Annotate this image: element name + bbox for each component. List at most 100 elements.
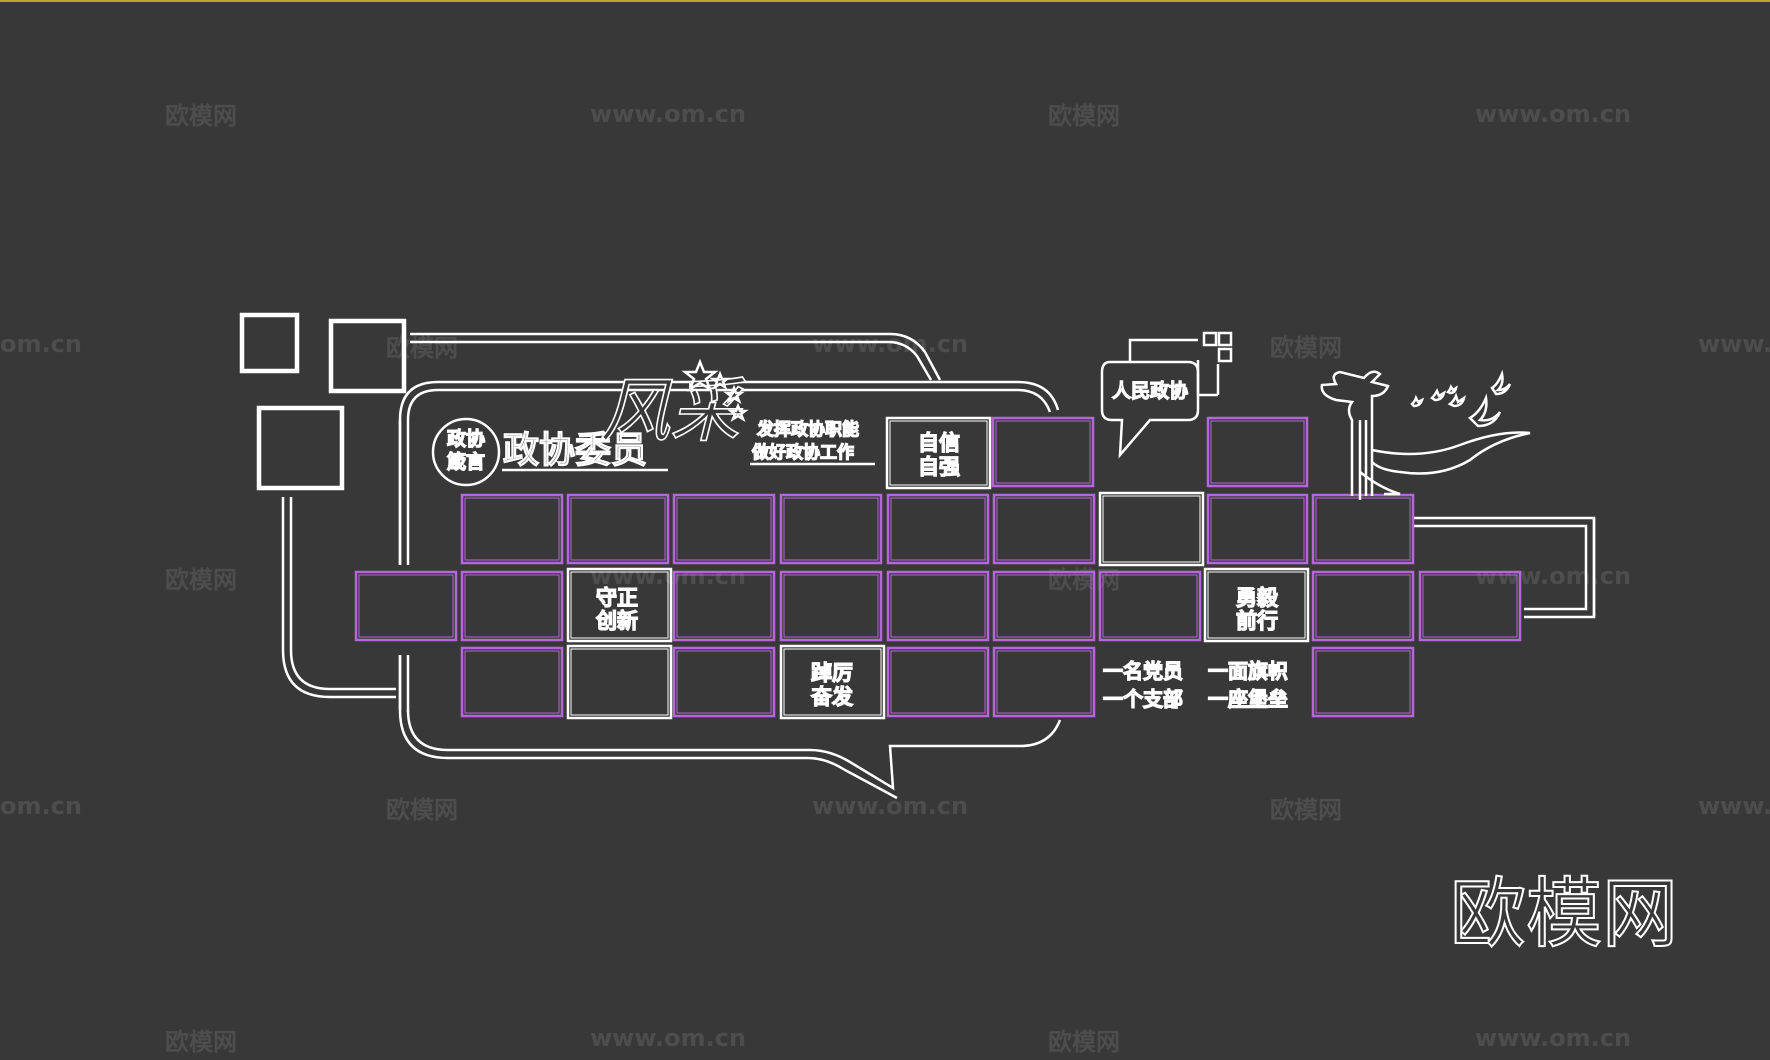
text-panel-frame — [885, 416, 992, 490]
dove-icon — [1410, 369, 1512, 428]
dove-icon — [1430, 387, 1447, 402]
photo-frame — [992, 570, 1096, 642]
square-frame — [328, 318, 407, 394]
photo-frame — [992, 646, 1096, 718]
watermark-site-name: 欧模网 — [1048, 566, 1120, 594]
frame-inner-border — [890, 497, 986, 561]
badge-line-2: 箴言 — [447, 450, 485, 473]
frame-inner-border — [676, 497, 772, 561]
photo-frame — [991, 416, 1095, 488]
frame-inner-border — [783, 497, 879, 561]
photo-frame — [886, 570, 990, 642]
frame-inner-border — [1210, 497, 1305, 561]
star-icon — [723, 384, 745, 404]
photo-frame — [886, 493, 990, 565]
frame-inner-border — [889, 420, 988, 486]
top-edge-line — [0, 0, 1770, 2]
star-icon — [727, 402, 749, 422]
flag-ribbon-icon — [1371, 431, 1531, 475]
photo-frame — [672, 570, 776, 642]
photo-frame — [779, 493, 883, 565]
photo-frame — [460, 646, 564, 718]
speech-bubble — [1100, 360, 1200, 459]
panel-zixin-line-2: 自强 — [918, 455, 960, 479]
board-title: 政协委员 — [503, 430, 647, 471]
star-icon — [681, 358, 749, 422]
connector-line — [281, 497, 396, 699]
board-outline-side — [398, 420, 410, 712]
dove-icon — [1467, 393, 1502, 428]
watermark-layer: 欧模网 www.om.cn 欧模网 www.om.cn om.cn 欧模网 ww… — [0, 100, 1770, 1056]
photo-frame — [1311, 493, 1415, 565]
motto-4: 一座堡垒 — [1208, 687, 1288, 711]
frame-inner-border — [464, 650, 560, 714]
photo-frame — [672, 646, 776, 718]
photo-frame — [354, 570, 458, 642]
dove-icon — [1410, 394, 1425, 408]
watermark-site-name: 欧模网 — [386, 334, 458, 362]
photo-frame — [1206, 493, 1309, 565]
frame-inner-border — [1207, 571, 1306, 639]
decor-stripe — [410, 332, 942, 381]
frame-inner-border — [570, 571, 669, 639]
photo-frame — [886, 646, 990, 718]
star-icon — [709, 370, 731, 390]
board-outline — [398, 380, 1062, 800]
photo-frame — [1311, 570, 1415, 642]
frame-inner-border — [464, 574, 560, 638]
photo-frame — [672, 493, 776, 565]
watermark-site-name: 欧模网 — [1270, 334, 1342, 362]
watermark-site-url: www.om.cn — [1475, 100, 1631, 128]
frame-inner-border — [1315, 574, 1411, 638]
watermark-site-url: www.om.cn — [590, 1024, 746, 1052]
frame-inner-border — [890, 574, 986, 638]
photo-frame — [1098, 570, 1202, 642]
connector-line — [1128, 338, 1198, 362]
photo-frame — [460, 570, 564, 642]
decor-square — [1217, 331, 1233, 347]
text-panel-frame — [779, 644, 886, 720]
decor-square — [1217, 347, 1233, 363]
text-panel-frame — [1098, 491, 1205, 567]
frame-inner-border — [1315, 650, 1411, 714]
photo-frame — [1206, 416, 1309, 488]
photo-frame — [460, 493, 564, 565]
watermark-site-url: www.om.cn — [1475, 1024, 1631, 1052]
frame-inner-border — [995, 420, 1091, 484]
frame-inner-border — [464, 497, 560, 561]
flag-ribbon-icon — [1359, 431, 1531, 496]
frame-inner-border — [676, 574, 772, 638]
slogan-line-1: 发挥政协职能 — [756, 419, 859, 440]
panel-dengli-line-1: 踔厉 — [811, 661, 853, 685]
panel-zixin-line-1: 自信 — [918, 431, 960, 455]
panel-dengli-line-2: 奋发 — [810, 685, 854, 709]
square-frame — [239, 312, 300, 374]
calligraphy-fengcai: 风采 — [600, 370, 746, 452]
badge-zhengxie-zhenyan: 政协 箴言 — [431, 417, 501, 487]
watermark-site-name: 欧模网 — [165, 1028, 237, 1056]
connector-line — [1196, 360, 1220, 397]
watermark-site-url-partial: www. — [1698, 792, 1770, 820]
frame-inner-border — [783, 648, 882, 716]
frame-inner-border — [1102, 574, 1198, 638]
watermark-site-url-partial: om.cn — [0, 792, 82, 820]
watermark-site-url-partial: om.cn — [0, 330, 82, 358]
photo-frame — [992, 493, 1096, 565]
watermark-site-name: 欧模网 — [386, 796, 458, 824]
speech-bubble-label: 人民政协 — [1112, 379, 1188, 402]
square-frame — [256, 405, 345, 491]
flag-ribbon-icon — [1359, 471, 1401, 496]
watermark-site-name: 欧模网 — [165, 566, 237, 594]
frame-inner-border — [1210, 420, 1305, 484]
panel-shouzheng-line-2: 创新 — [595, 609, 638, 633]
motto-2: 一面旗帜 — [1208, 659, 1288, 683]
decor-square — [1202, 331, 1218, 347]
watermark-site-url-partial: www. — [1698, 330, 1770, 358]
huabiao-pillar-icon — [1320, 370, 1390, 500]
photo-frame — [566, 493, 670, 565]
watermark-site-url: www.om.cn — [590, 100, 746, 128]
frame-inner-border — [676, 650, 772, 714]
frame-inner-border — [570, 497, 666, 561]
motto-1: 一名党员 — [1103, 659, 1183, 683]
